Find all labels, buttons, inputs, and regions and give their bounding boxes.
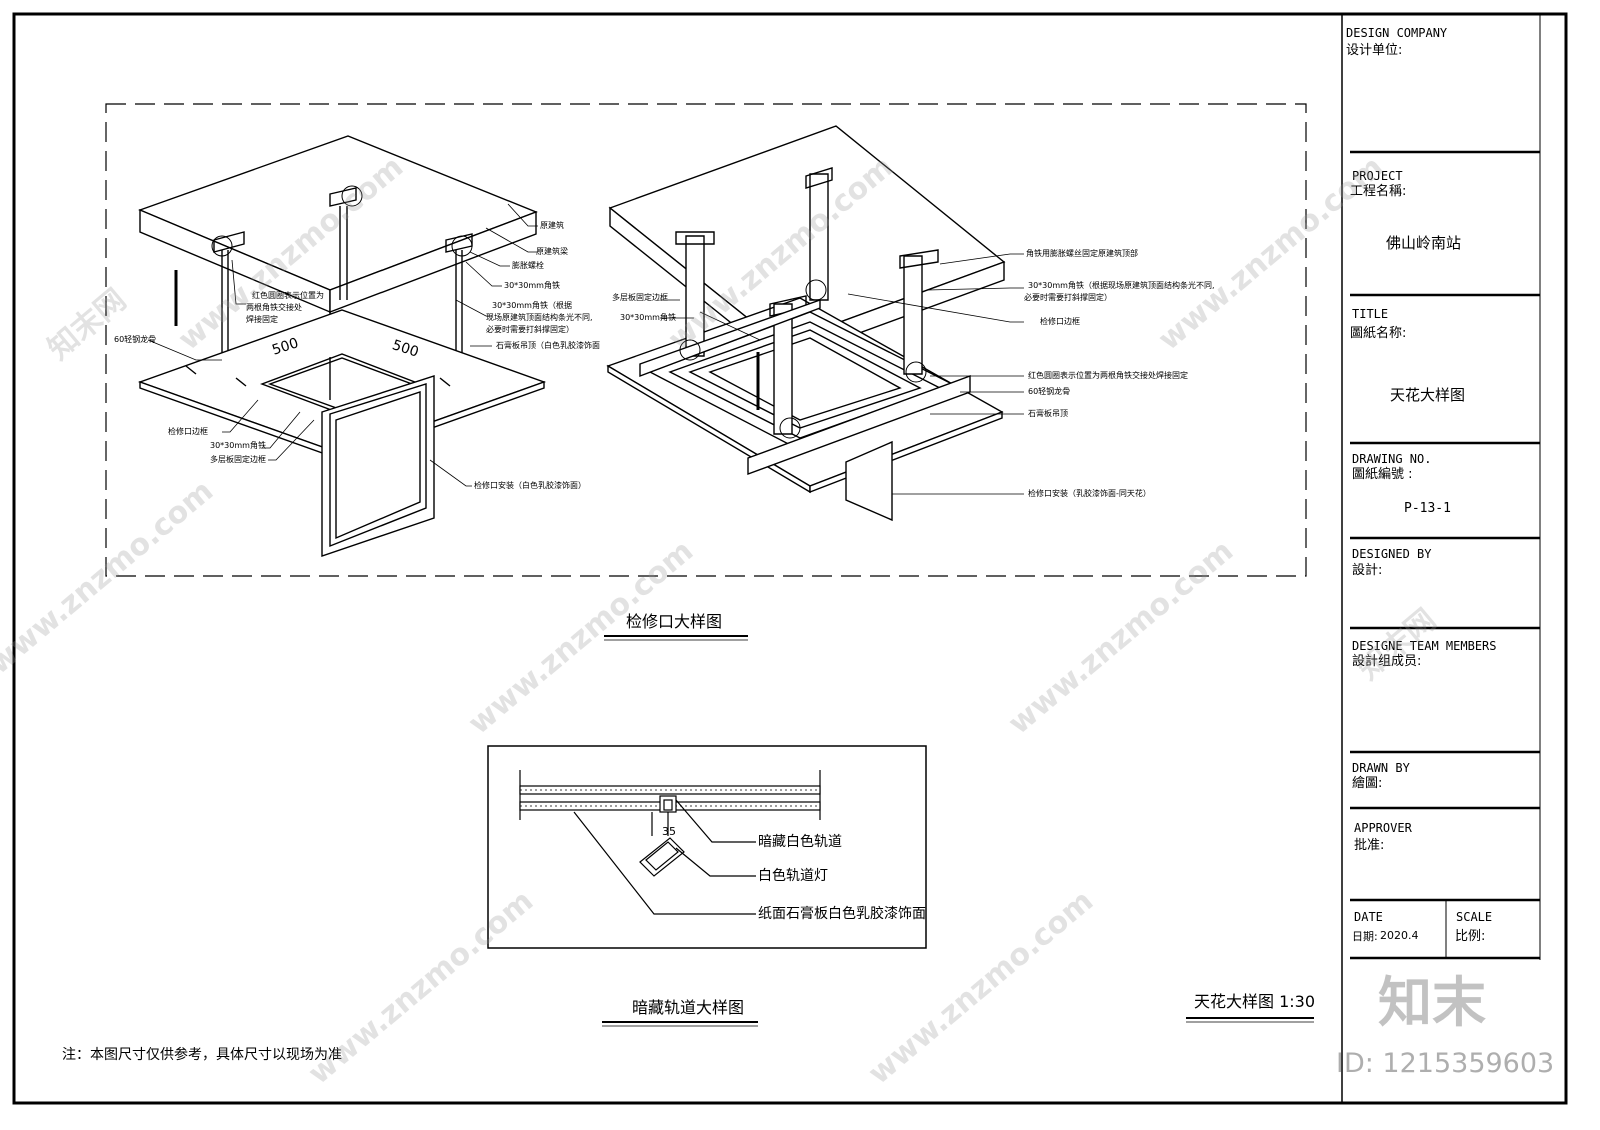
left-label-angle-iron: 30*30mm角铁 (504, 281, 560, 290)
drawing-no-cn-label: 圖紙編號 : (1352, 467, 1413, 482)
caption-access-hatch: 检修口大样图 (626, 612, 723, 631)
label-gypsum-board: 纸面石膏板白色乳胶漆饰面 (758, 906, 926, 922)
designed-by-label: DESIGNED BY (1352, 547, 1432, 561)
label-track-light: 白色轨道灯 (758, 868, 828, 884)
right-label-red-circle: 红色圆圈表示位置为两根角铁交接处焊接固定 (1028, 371, 1188, 380)
label-hidden-track: 暗藏白色轨道 (758, 834, 842, 850)
track-detail-frame (487, 745, 927, 949)
caption-hidden-track: 暗藏轨道大样图 (632, 998, 745, 1017)
title-block-dividers (1350, 150, 1540, 960)
right-isometric-detail (606, 125, 1006, 522)
left-label-angle-iron-note-3: 必要时需要打斜撑固定） (486, 325, 574, 334)
left-label-gypsum-ceiling: 石膏板吊顶（白色乳胶漆饰面 (496, 341, 600, 350)
outer-frame (12, 12, 1568, 1105)
left-label-light-steel-keel: 60轻钢龙骨 (114, 335, 157, 344)
project-label: PROJECT (1352, 169, 1403, 183)
drawn-by-cn-label: 繪圖: (1352, 776, 1383, 791)
scale-cn-label: 比例: (1455, 929, 1486, 944)
right-label-angle-iron-note-1: 30*30mm角铁（根据现场原建筑顶面结构条光不同, (1028, 281, 1215, 290)
right-label-gypsum-ceiling: 石膏板吊顶 (1028, 409, 1068, 418)
title-cn-label: 圖紙名称: (1350, 326, 1407, 341)
drawing-no-label: DRAWING NO. (1352, 452, 1432, 466)
right-label-hatch-frame: 检修口边框 (1040, 317, 1080, 326)
project-cn-label: 工程名稱: (1350, 184, 1407, 199)
track-section (519, 770, 821, 915)
left-leaders (147, 203, 538, 487)
right-label-angle-bolt: 角铁用膨胀螺丝固定原建筑顶部 (1026, 249, 1138, 258)
drawing-no-value: P-13-1 (1404, 501, 1451, 516)
left-label-red-circle-1: 红色圆圈表示位置为 (252, 291, 324, 300)
left-label-angle-iron-note-1: 30*30mm角铁（根据 (492, 301, 572, 310)
design-company-label: DESIGN COMPANY (1346, 26, 1448, 40)
approver-label: APPROVER (1354, 821, 1412, 835)
approver-cn-label: 批准: (1354, 838, 1385, 853)
left-label-red-circle-2: 两根角铁交接处 (246, 303, 302, 312)
track-dimension-35: 35 (662, 825, 676, 838)
team-cn-label: 設計组成员: (1352, 654, 1422, 669)
watermark-logo: 知末 (1378, 971, 1486, 1034)
left-isometric-detail (137, 135, 547, 557)
footnote: 注：本图尺寸仅供参考，具体尺寸以现场为准 (62, 1047, 342, 1063)
designed-by-cn-label: 設計: (1352, 563, 1383, 578)
right-label-angle-iron: 30*30mm角铁 (620, 313, 676, 322)
left-label-building-beam: 原建筑梁 (536, 247, 568, 256)
right-label-angle-iron-note-2: 必要时需要打斜撑固定） (1024, 293, 1112, 302)
title-label: TITLE (1352, 307, 1389, 321)
left-label-plywood-frame: 多层板固定边框 (210, 455, 266, 464)
watermark-id: ID: 1215359603 (1336, 1048, 1555, 1079)
drawn-by-label: DRAWN BY (1352, 761, 1410, 775)
scale-label: SCALE (1456, 910, 1493, 924)
left-label-angle-iron-note-2: 现场原建筑顶面结构条光不同, (486, 313, 593, 322)
left-label-original-building: 原建筑 (540, 221, 564, 230)
left-label-angle-iron-2: 30*30mm角铁 (210, 441, 266, 450)
date-value: 2020.4 (1380, 929, 1419, 942)
right-label-light-steel-keel: 60轻钢龙骨 (1028, 387, 1071, 396)
right-label-hatch-install: 检修口安装（乳胶漆饰面-同天花） (1028, 489, 1151, 498)
team-label: DESIGNE TEAM MEMBERS (1352, 639, 1497, 653)
project-value: 佛山岭南站 (1386, 234, 1462, 252)
date-label: DATE (1354, 910, 1383, 924)
left-label-hatch-install: 检修口安装（白色乳胶漆饰面） (474, 481, 586, 490)
left-label-red-circle-3: 焊接固定 (246, 315, 278, 324)
left-label-hatch-frame: 检修口边框 (168, 427, 208, 436)
date-cn-label: 日期: (1352, 930, 1378, 943)
title-value: 天花大样图 (1390, 386, 1466, 404)
design-company-cn-label: 设计单位: (1346, 43, 1403, 58)
right-label-plywood-frame: 多层板固定边框 (612, 293, 668, 302)
right-leaders (660, 253, 1024, 495)
caption-sheet-scale: 天花大样图 1:30 (1194, 992, 1316, 1011)
left-label-expansion-bolt: 膨胀螺栓 (512, 261, 544, 270)
detail-boundary-dashed (105, 103, 1307, 577)
